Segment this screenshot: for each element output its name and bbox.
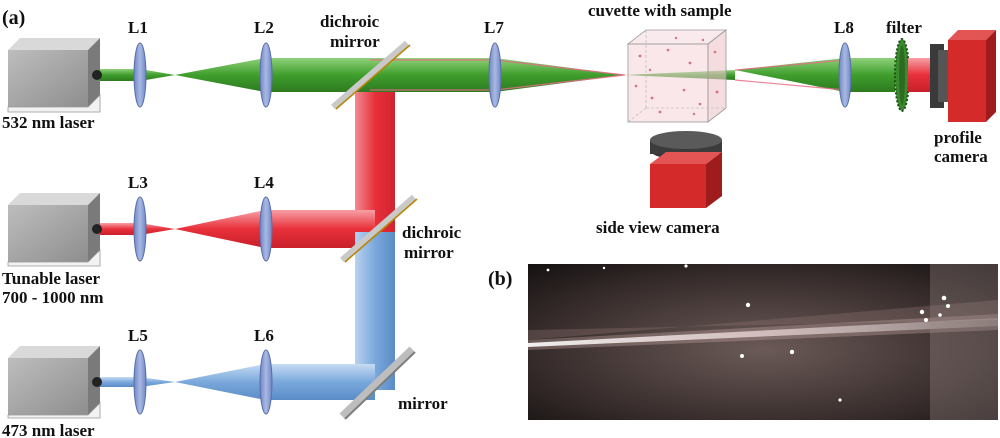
- lens-l7: [488, 42, 502, 108]
- lens-l3-label: L3: [128, 173, 148, 192]
- laser-473: [7, 346, 102, 419]
- green-beam: [100, 58, 895, 92]
- cuvette-label: cuvette with sample: [588, 1, 732, 20]
- cuvette: [626, 29, 728, 123]
- lens-l1-label: L1: [128, 18, 148, 37]
- panel-a-label: (a): [2, 7, 25, 29]
- lens-l4: [259, 196, 273, 262]
- red-vertical-beam: [355, 92, 395, 232]
- profile-camera: [930, 30, 996, 122]
- dichroic-mirror-2-label-line1: dichroic: [402, 223, 462, 242]
- lens-l6: [259, 349, 273, 415]
- lens-l2: [259, 42, 273, 108]
- laser-tunable-label-line1: Tunable laser: [2, 269, 101, 288]
- laser-473-label: 473 nm laser: [2, 421, 95, 438]
- laser-532-label: 532 nm laser: [2, 113, 95, 132]
- lens-l6-label: L6: [254, 326, 274, 345]
- panel-b-label: (b): [488, 268, 512, 290]
- dichroic-mirror-1-label-line1: dichroic: [320, 12, 380, 31]
- lens-l2-label: L2: [254, 18, 274, 37]
- profile-camera-label-line1: profile: [934, 128, 982, 147]
- lens-l5: [133, 349, 147, 415]
- side-view-camera-label: side view camera: [596, 218, 720, 237]
- blue-beam: [100, 232, 395, 400]
- side-view-camera: [650, 131, 722, 208]
- dichroic-mirror-1-label-line2: mirror: [330, 32, 380, 51]
- dichroic-mirror-2: [340, 194, 418, 263]
- mirror: [339, 346, 416, 420]
- laser-532: [7, 38, 102, 113]
- mirror-label: mirror: [398, 394, 448, 413]
- laser-tunable: [7, 193, 102, 267]
- dichroic-mirror-2-label-line2: mirror: [404, 243, 454, 262]
- laser-tunable-label-line2: 700 - 1000 nm: [2, 288, 104, 307]
- filter: [894, 38, 910, 112]
- lens-l1: [133, 42, 147, 108]
- side-view-photo: [528, 264, 998, 420]
- lens-l4-label: L4: [254, 173, 274, 192]
- profile-camera-label-line2: camera: [934, 147, 988, 166]
- filter-label: filter: [886, 18, 922, 37]
- lens-l7-label: L7: [484, 18, 504, 37]
- lens-l5-label: L5: [128, 326, 148, 345]
- lens-l8-label: L8: [834, 18, 854, 37]
- lens-l3: [133, 196, 147, 262]
- lens-l8: [838, 42, 852, 108]
- dichroic-mirror-1: [331, 40, 411, 110]
